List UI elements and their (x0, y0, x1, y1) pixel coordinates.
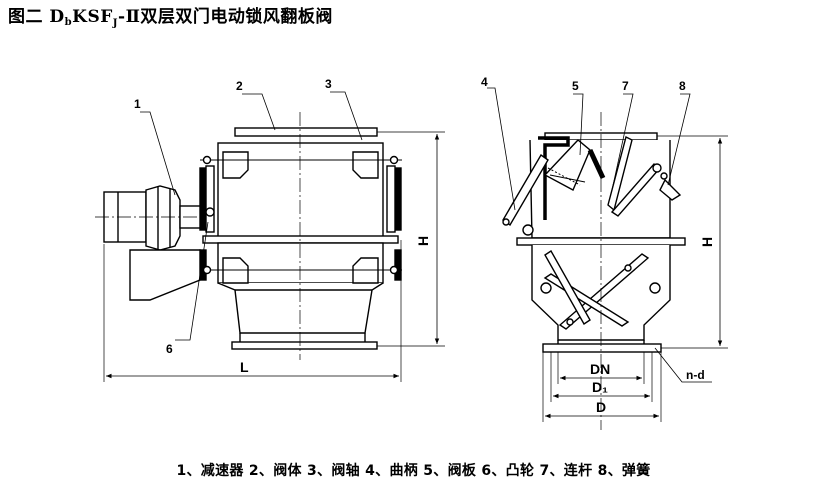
drawing-title: 图二 DbKSFJ-Ⅱ双层双门电动锁风翻板阀 (8, 2, 333, 29)
pivot (660, 172, 668, 180)
title-suffix: -Ⅱ双层双门电动锁风翻板阀 (118, 7, 333, 27)
upper-flap-frame (538, 136, 570, 220)
right-lever-frame (386, 165, 396, 233)
hopper (217, 282, 384, 334)
middle-flange (202, 235, 399, 244)
bolt (202, 265, 212, 275)
r-lower-bearing-right (649, 282, 661, 294)
pivot (566, 318, 574, 326)
part-labels: 1 2 3 6 4 5 7 8 (134, 75, 686, 356)
spring (659, 178, 682, 201)
right-view (487, 87, 728, 430)
bolt (202, 155, 212, 165)
title-prefix: 图二 (8, 7, 50, 27)
right-spring-upper (394, 167, 402, 231)
flap-line (549, 174, 586, 183)
parts-legend: 1、减速器 2、阀体 3、阀轴 4、曲柄 5、阀板 6、凸轮 7、连杆 8、弹簧 (176, 463, 651, 479)
connecting-rod-upper (607, 135, 633, 212)
left-spring-upper (199, 167, 207, 231)
dim-label-h-right: H (699, 237, 715, 247)
leader-n-d (654, 347, 712, 383)
pivot (624, 264, 632, 272)
bearing-upper-right (352, 151, 379, 179)
dim-label-d: D (596, 399, 606, 415)
top-flange (234, 127, 378, 137)
part-label-6: 6 (166, 342, 173, 356)
crank-pivot (502, 218, 510, 226)
lower-lever-c (544, 249, 591, 326)
dim-label-dn: DN (590, 361, 610, 377)
part-label-5: 5 (572, 79, 579, 93)
r-upper-bearing (522, 224, 534, 236)
leader-2 (242, 93, 276, 131)
title-code-ksf: KSF (72, 7, 113, 27)
part-label-3: 3 (325, 77, 332, 91)
dimension-labels: L H H DN D₁ D n-d (240, 236, 715, 415)
cam (205, 207, 215, 217)
leader-7 (611, 93, 634, 191)
leader-3 (330, 91, 363, 141)
part-label-8: 8 (679, 79, 686, 93)
dim-label-h-left: H (415, 236, 431, 246)
dim-label-d1: D₁ (592, 379, 608, 395)
bearing-upper-left (222, 151, 249, 179)
pivot (652, 163, 662, 173)
part-label-7: 7 (622, 79, 629, 93)
r-upper-body (529, 139, 671, 239)
right-spring-lower (394, 249, 402, 281)
r-lower-bearing-left (540, 282, 552, 294)
part-label-4: 4 (481, 75, 488, 89)
left-view (95, 91, 445, 382)
title-code-b: b (64, 17, 73, 28)
motor-base (129, 249, 201, 301)
title-code-j: J (112, 18, 119, 29)
leader-5 (573, 93, 584, 156)
leader-1 (140, 111, 176, 196)
bottom-flange (231, 341, 378, 350)
dim-label-l: L (240, 359, 249, 375)
part-label-1: 1 (134, 97, 141, 111)
r-bottom-flange (542, 343, 662, 353)
leader-6 (175, 221, 209, 341)
bolt (389, 155, 399, 165)
dim-label-n-d: n-d (686, 368, 705, 382)
title-code-d: D (49, 7, 65, 27)
technical-drawing: 1 2 3 6 4 5 7 8 L H H DN D₁ D n-d (95, 75, 728, 430)
left-lever-frame (205, 165, 215, 233)
part-label-2: 2 (236, 79, 243, 93)
bolt (389, 265, 399, 275)
leader-4 (487, 87, 516, 211)
leader-8 (667, 93, 691, 186)
reducer (145, 185, 181, 251)
